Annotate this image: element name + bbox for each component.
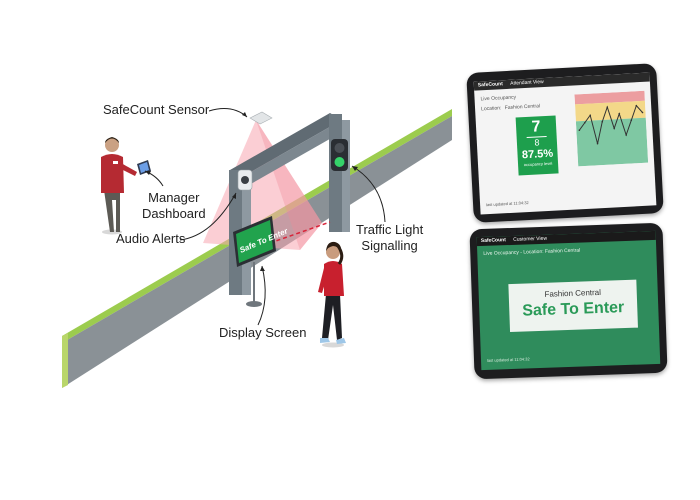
callout-manager-line2: Dashboard	[142, 206, 206, 221]
callout-display-label: Display Screen	[219, 325, 307, 340]
attendant-brand: SafeCount	[477, 81, 503, 89]
occupancy-card: 7 8 87.5% occupancy level	[515, 115, 559, 176]
visitor-figure	[318, 241, 346, 348]
zone-amber	[574, 100, 646, 122]
callout-manager: Manager Dashboard	[142, 190, 206, 222]
attendant-location-label: Location:	[480, 105, 502, 113]
attendant-topbar: SafeCount Attendant View	[473, 72, 650, 91]
callout-manager-line1: Manager	[148, 190, 200, 205]
callout-audio: Audio Alerts	[116, 231, 185, 247]
callout-traffic: Traffic Light Signalling	[356, 222, 423, 254]
speaker-icon	[237, 169, 253, 191]
attendant-view-label: Attendant View	[510, 79, 544, 87]
occupancy-line	[578, 104, 643, 144]
attendant-location-value: Fashion Central	[504, 103, 541, 112]
customer-status-card: Fashion Central Safe To Enter	[508, 279, 638, 333]
customer-status: Safe To Enter	[522, 299, 625, 320]
traffic-arrow	[351, 165, 386, 223]
attendant-tablet: SafeCount Attendant View Live Occupancy …	[466, 63, 664, 223]
callout-sensor: SafeCount Sensor	[103, 102, 209, 118]
customer-footer: last updated at 11:04:32	[486, 356, 530, 363]
customer-topbar: SafeCount Customer View	[476, 230, 656, 247]
customer-location: Fashion Central	[544, 287, 602, 299]
callout-traffic-line1: Traffic Light	[356, 222, 424, 237]
callout-traffic-line2: Signalling	[361, 238, 418, 253]
callout-display: Display Screen	[219, 325, 306, 341]
manager-figure	[101, 137, 151, 235]
traffic-light-icon	[331, 139, 348, 171]
sensor-arrow	[208, 108, 248, 118]
customer-header: Live Occupancy - Location: Fashion Centr…	[483, 247, 581, 257]
zone-red	[574, 90, 645, 105]
audio-arrow	[179, 192, 237, 241]
attendant-title: Live Occupancy	[480, 94, 517, 103]
callout-sensor-label: SafeCount Sensor	[103, 102, 210, 117]
occupancy-percent-sub: occupancy level	[523, 160, 553, 168]
customer-tablet: SafeCount Customer View Live Occupancy -…	[469, 222, 668, 380]
attendant-location: Location: Fashion Central	[481, 103, 540, 112]
callout-audio-label: Audio Alerts	[116, 231, 186, 246]
callout-arrows	[144, 108, 386, 326]
attendant-screen: SafeCount Attendant View Live Occupancy …	[473, 72, 657, 215]
gate-display: Safe To Enter	[233, 216, 290, 307]
occupancy-chart	[574, 90, 649, 167]
customer-view-label: Customer View	[513, 235, 548, 243]
sensor-device	[249, 111, 273, 125]
occupancy-count: 7	[531, 118, 542, 136]
zone-green	[575, 117, 649, 167]
attendant-footer: last updated at 11:04:32	[485, 199, 529, 208]
customer-brand: SafeCount	[480, 237, 506, 245]
customer-screen: SafeCount Customer View Live Occupancy -…	[476, 230, 661, 371]
display-arrow	[257, 265, 266, 326]
